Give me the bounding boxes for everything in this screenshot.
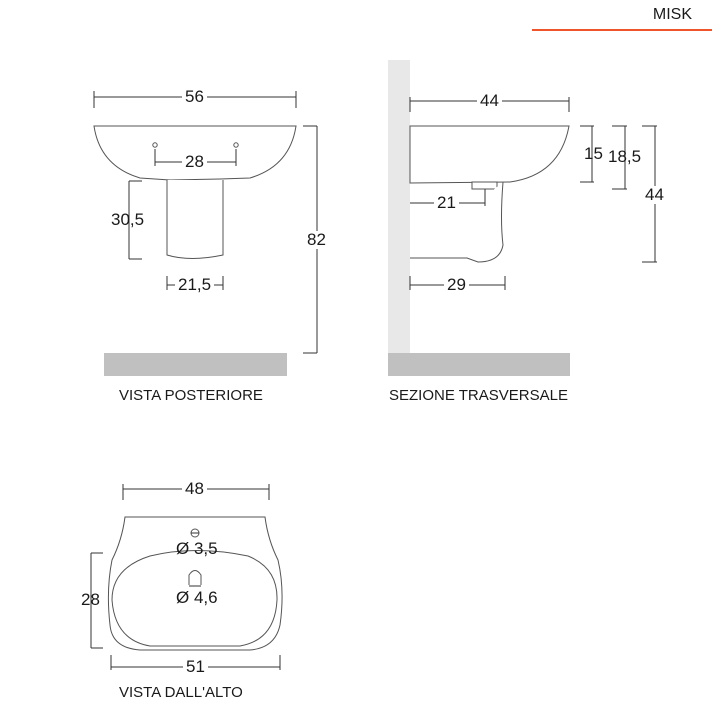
dim-drain-hole: Ø 4,6	[176, 588, 218, 607]
top-view	[90, 484, 283, 670]
dim-section-depth: 44	[477, 92, 502, 110]
rear-view	[93, 91, 318, 376]
brand-name: MISK	[652, 6, 692, 23]
caption-section: SEZIONE TRASVERSALE	[389, 387, 568, 404]
dim-top-width: 48	[182, 480, 207, 498]
dim-section-h1: 15	[584, 144, 603, 163]
caption-rear: VISTA POSTERIORE	[119, 387, 263, 404]
caption-top: VISTA DALL'ALTO	[119, 684, 243, 701]
dim-section-h2: 18,5	[608, 147, 642, 166]
dim-tap-hole: Ø 3,5	[176, 539, 218, 558]
dim-rear-width: 56	[182, 88, 207, 106]
dim-top-depth: 28	[81, 590, 100, 609]
dim-pedestal-width: 21,5	[175, 276, 215, 294]
dim-section-h3: 44	[642, 186, 667, 204]
dim-total-height: 82	[304, 231, 329, 249]
dim-drain-distance: 21	[434, 194, 459, 212]
dim-pedestal-depth: 29	[444, 276, 469, 294]
dim-top-full-width: 51	[183, 658, 208, 676]
brand-underline	[532, 29, 712, 31]
dim-rear-holes: 28	[182, 153, 207, 171]
floor-rear	[104, 353, 287, 376]
section-view	[388, 60, 657, 376]
wall	[388, 60, 410, 353]
floor-section	[388, 353, 570, 376]
dim-pedestal-height: 30,5	[111, 210, 145, 229]
